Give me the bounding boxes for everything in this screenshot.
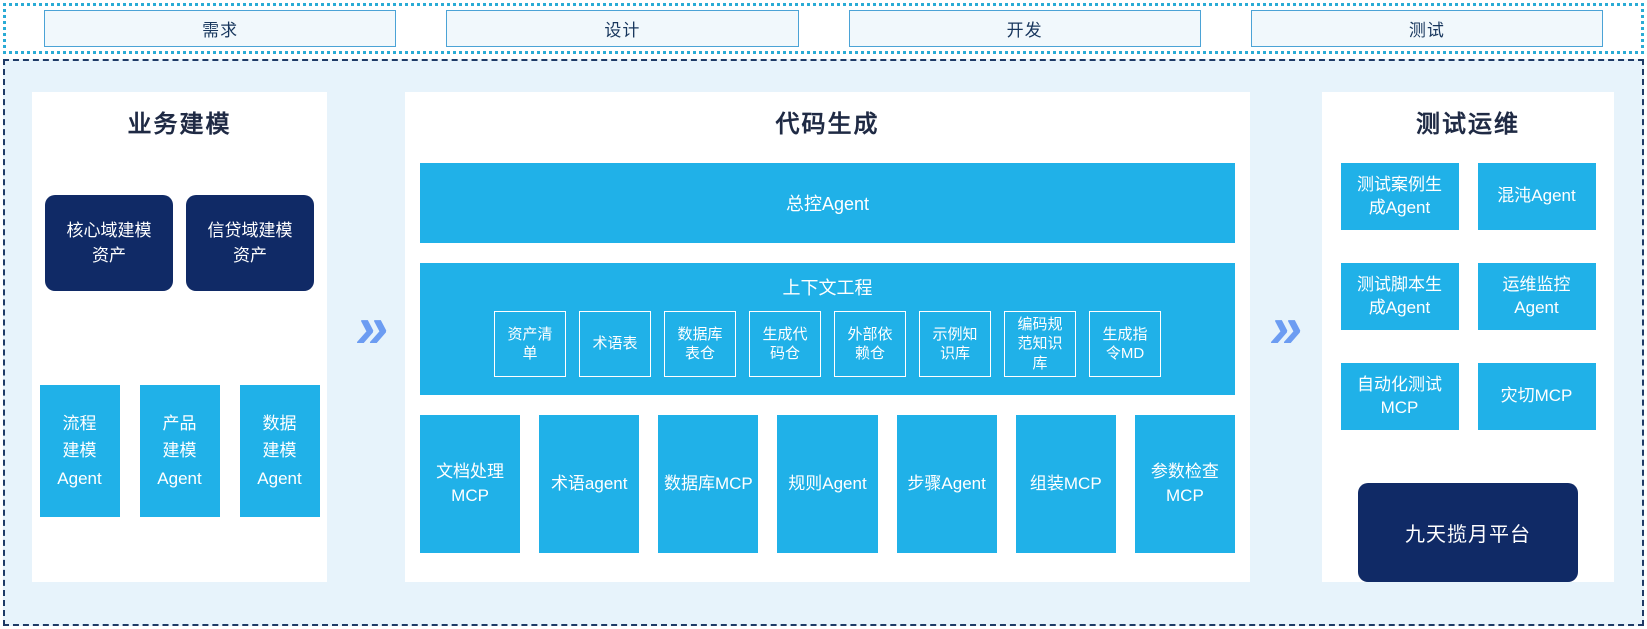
phase-label: 设计 <box>604 21 641 40</box>
master-control-agent-bar: 总控Agent <box>420 163 1235 243</box>
flow-arrow-icon: » <box>1269 295 1303 360</box>
test-script-generation-agent-box: 测试脚本生成Agent <box>1340 263 1459 330</box>
panel-code-generation: 代码生成 总控Agent 上下文工程 资产清单 术语表 数据库表仓 生成代码仓 … <box>405 92 1250 582</box>
phase-strip: 需求 设计 开发 测试 <box>3 3 1644 54</box>
phase-box-requirements: 需求 <box>44 10 397 47</box>
ops-monitoring-agent-box: 运维监控Agent <box>1477 263 1596 330</box>
flow-arrow-icon: » <box>355 295 389 360</box>
glossary-agent-box: 术语agent <box>539 415 640 553</box>
context-item-db-table-repo: 数据库表仓 <box>664 311 736 377</box>
context-engineering-title: 上下文工程 <box>782 278 873 298</box>
panel-test-ops: 测试运维 测试案例生成Agent 混沌Agent 测试脚本生成Agent 运维监… <box>1322 92 1614 582</box>
test-ops-grid: 测试案例生成Agent 混沌Agent 测试脚本生成Agent 运维监控Agen… <box>1322 163 1614 430</box>
product-modeling-agent-box: 产品建模Agent <box>139 385 220 517</box>
disaster-switch-mcp-box: 灾切MCP <box>1477 363 1596 430</box>
phase-label: 测试 <box>1408 21 1445 40</box>
data-modeling-agent-box: 数据建模Agent <box>239 385 320 517</box>
parameter-check-mcp-box: 参数检查MCP <box>1134 415 1235 553</box>
chaos-agent-box: 混沌Agent <box>1477 163 1596 230</box>
context-item-generation-instruction-md: 生成指令MD <box>1089 311 1161 377</box>
context-item-row: 资产清单 术语表 数据库表仓 生成代码仓 外部依赖仓 示例知识库 编码规范知识库… <box>420 311 1235 377</box>
rule-agent-box: 规则Agent <box>777 415 878 553</box>
context-item-coding-standard-knowledge-base: 编码规范知识库 <box>1004 311 1076 377</box>
panel-title-business-modeling: 业务建模 <box>127 111 232 138</box>
jiutian-lanyue-platform-box: 九天揽月平台 <box>1358 483 1578 582</box>
asset-box-row: 核心域建模资产 信贷域建模资产 <box>32 195 327 291</box>
context-item-asset-list: 资产清单 <box>494 311 566 377</box>
process-modeling-agent-box: 流程建模Agent <box>39 385 120 517</box>
test-case-generation-agent-box: 测试案例生成Agent <box>1340 163 1459 230</box>
panel-title-test-ops: 测试运维 <box>1416 111 1520 138</box>
automated-testing-mcp-box: 自动化测试MCP <box>1340 363 1459 430</box>
tool-box-row: 文档处理MCP 术语agent 数据库MCP 规则Agent 步骤Agent 组… <box>420 415 1235 553</box>
database-mcp-box: 数据库MCP <box>658 415 759 553</box>
phase-box-development: 开发 <box>848 10 1201 47</box>
context-item-glossary: 术语表 <box>579 311 651 377</box>
asset-box-core-domain: 核心域建模资产 <box>45 195 173 291</box>
phase-box-design: 设计 <box>446 10 799 47</box>
modeling-agent-row: 流程建模Agent 产品建模Agent 数据建模Agent <box>32 385 327 517</box>
context-item-example-knowledge-base: 示例知识库 <box>919 311 991 377</box>
phase-label: 开发 <box>1006 21 1043 40</box>
step-agent-box: 步骤Agent <box>896 415 997 553</box>
phase-box-testing: 测试 <box>1250 10 1603 47</box>
document-processing-mcp-box: 文档处理MCP <box>420 415 521 553</box>
panel-business-modeling: 业务建模 核心域建模资产 信贷域建模资产 流程建模Agent 产品建模Agent… <box>32 92 327 582</box>
context-item-external-dependency-repo: 外部依赖仓 <box>834 311 906 377</box>
asset-box-credit-domain: 信贷域建模资产 <box>186 195 314 291</box>
pipeline-canvas: 业务建模 核心域建模资产 信贷域建模资产 流程建模Agent 产品建模Agent… <box>3 59 1644 626</box>
assembly-mcp-box: 组装MCP <box>1015 415 1116 553</box>
panel-title-code-generation: 代码生成 <box>775 111 880 138</box>
context-item-generated-code-repo: 生成代码仓 <box>749 311 821 377</box>
context-engineering-group: 上下文工程 资产清单 术语表 数据库表仓 生成代码仓 外部依赖仓 示例知识库 编… <box>420 263 1235 395</box>
phase-label: 需求 <box>202 21 239 40</box>
